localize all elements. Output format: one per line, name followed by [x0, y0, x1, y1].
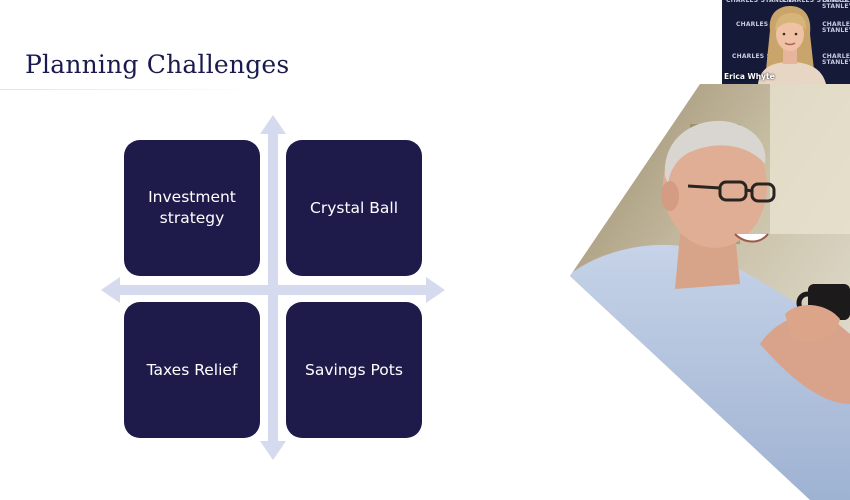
backdrop-logo: CHARLES STANLEY.: [732, 53, 800, 60]
backdrop-logo: CHARLES STANLEY.: [736, 21, 804, 28]
quadrant-savings-pots: Savings Pots: [286, 302, 422, 438]
quadrant-taxes-relief: Taxes Relief: [124, 302, 260, 438]
quadrant-crystal-ball: Crystal Ball: [286, 140, 422, 276]
speaker-avatar: [758, 6, 826, 84]
title-underline: [0, 89, 262, 90]
quadrant-label: Crystal Ball: [310, 198, 398, 217]
backdrop-logo: CHARLES STANLEY.: [822, 0, 850, 10]
backdrop-logo: CHARLES STANLEY.: [822, 53, 850, 66]
speaker-name-label: Erica Whyte: [724, 72, 775, 81]
slide-photo: [570, 84, 850, 500]
backdrop-logo: CHARLES STANLEY.: [782, 0, 850, 4]
quadrant-axes: [101, 115, 445, 460]
quadrant-label: Investment strategy: [148, 188, 236, 227]
quadrant-label: Taxes Relief: [146, 360, 238, 379]
quadrant-label: Savings Pots: [305, 360, 403, 379]
slide-title: Planning Challenges: [25, 50, 290, 79]
backdrop-logo: CHARLES STANLEY.: [726, 0, 794, 4]
quadrant-investment-strategy: Investment strategy: [124, 140, 260, 276]
backdrop-logo: CHARLES STANLEY.: [822, 21, 850, 34]
speaker-video-tile[interactable]: CHARLES STANLEY. CHARLES STANLEY. CHARLE…: [722, 0, 850, 84]
